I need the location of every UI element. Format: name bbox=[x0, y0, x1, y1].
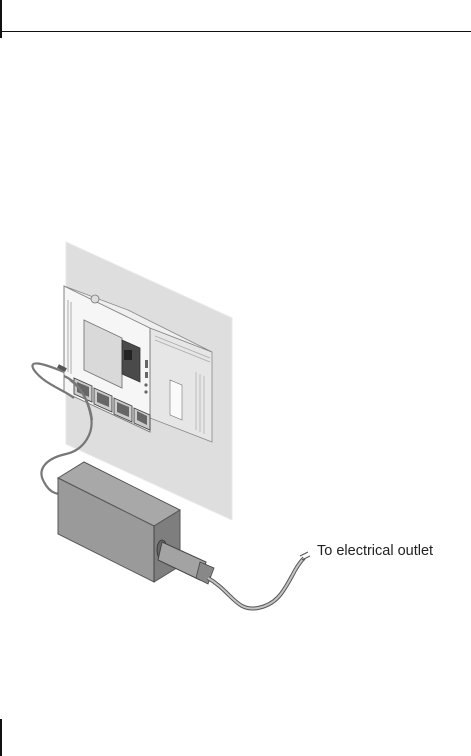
callout-label-electrical-outlet: To electrical outlet bbox=[317, 543, 433, 559]
power-cord bbox=[158, 542, 310, 609]
